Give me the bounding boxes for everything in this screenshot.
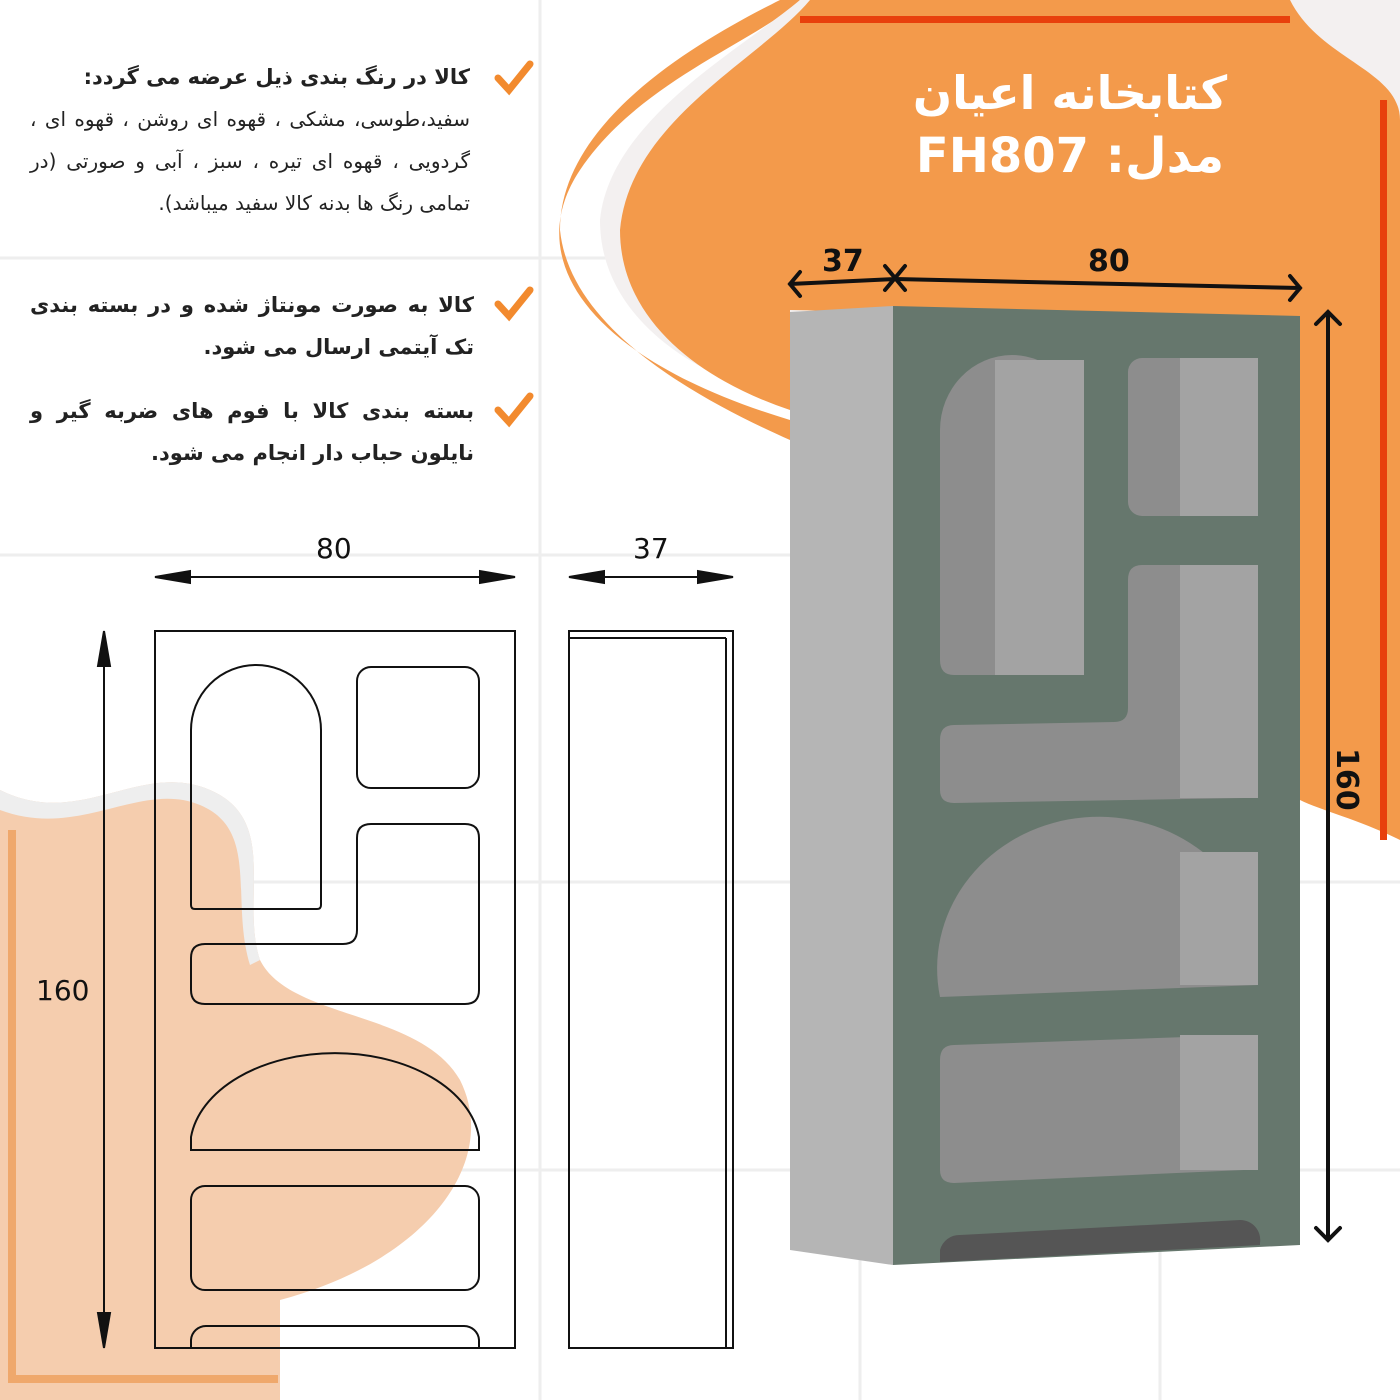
check-icon (494, 286, 534, 322)
check-icon (494, 392, 534, 428)
bookcase-render (790, 306, 1300, 1265)
drawing-width-label: 80 (316, 532, 352, 565)
product-width-label: 80 (1088, 244, 1130, 279)
peach-stripe-left (8, 830, 16, 1380)
feature-body: سفید،طوسی، مشکی ، قهوه ای روشن ، قهوه ای… (30, 107, 470, 215)
feature-colors: کالا در رنگ بندی ذیل عرضه می گردد: سفید،… (30, 56, 470, 224)
red-stripe-top (800, 16, 1290, 23)
model-label: مدل: FH807 (915, 128, 1225, 184)
side-view-drawing (568, 630, 734, 1349)
product-dimension-lines (787, 264, 1342, 1243)
drawing-height-label: 160 (36, 974, 90, 1007)
orange-blob (559, 0, 800, 440)
red-stripe-right (1380, 100, 1387, 840)
product-height-label: 160 (1329, 748, 1364, 811)
front-view-drawing (154, 630, 516, 1349)
check-icon (494, 60, 534, 96)
peach-stripe-bottom (8, 1375, 278, 1383)
feature-assembly: کالا به صورت مونتاژ شده و در بسته بندی ت… (30, 284, 474, 368)
peach-blob (0, 782, 472, 1400)
product-depth-label: 37 (822, 244, 864, 279)
orange-main (620, 0, 1400, 840)
feature-heading: بسته بندی کالا با فوم های ضربه گیر و نای… (30, 399, 474, 465)
peach-blob-edge (0, 782, 260, 965)
product-title: کتابخانه اعیان (912, 66, 1228, 120)
feature-packaging: بسته بندی کالا با فوم های ضربه گیر و نای… (30, 390, 474, 474)
feature-heading: کالا به صورت مونتاژ شده و در بسته بندی ت… (30, 293, 474, 359)
dimension-lines (96, 569, 734, 1349)
feature-heading: کالا در رنگ بندی ذیل عرضه می گردد: (83, 65, 470, 89)
drawing-depth-label: 37 (633, 532, 669, 565)
